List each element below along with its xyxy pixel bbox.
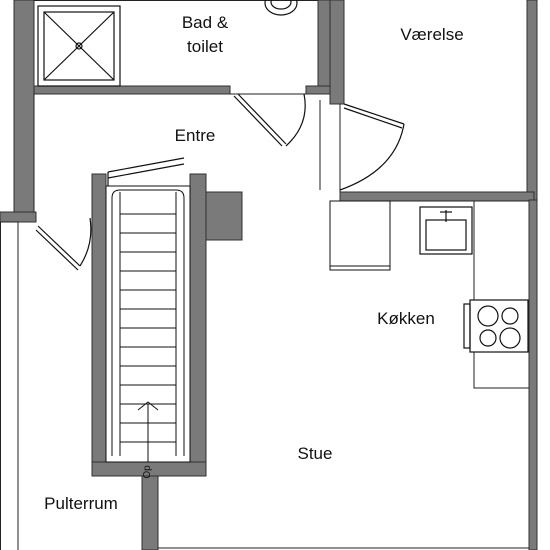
room-label-storage: Pulterrum — [44, 494, 118, 513]
wall-bedroom-bottom — [339, 191, 535, 202]
wall-right-lower — [528, 199, 538, 550]
room-label-living: Stue — [298, 444, 333, 463]
wall-stair-right — [189, 173, 207, 477]
outlines — [0, 0, 529, 550]
kitchen-cabinet — [329, 200, 391, 271]
wall-shaft — [205, 191, 243, 241]
wall-storage-top — [0, 211, 37, 223]
walls — [0, 0, 538, 550]
toilet-fixture — [264, 0, 298, 16]
shower-fixture — [37, 5, 121, 87]
sink-fixture — [419, 206, 473, 255]
wall-stair-left — [91, 173, 107, 477]
wall-left-upper — [13, 0, 35, 217]
room-label-hall: Entre — [175, 126, 216, 145]
wall-bedroom-left — [329, 0, 345, 105]
room-label-bath-line1: Bad & — [182, 13, 229, 32]
wall-bath-bottom — [33, 85, 231, 95]
room-label-bath-line2: toilet — [187, 37, 223, 56]
stair-direction-label: Op — [142, 465, 153, 479]
room-label-bedroom: Værelse — [400, 25, 463, 44]
wall-storage-right — [141, 475, 159, 550]
stair-treads — [120, 213, 176, 443]
doors — [35, 93, 405, 271]
wall-bedroom-right — [526, 0, 538, 201]
stair-arrow — [137, 401, 159, 462]
room-label-kitchen: Køkken — [377, 309, 435, 328]
stove-fixture — [463, 299, 529, 353]
wall-bath-right — [317, 0, 331, 91]
